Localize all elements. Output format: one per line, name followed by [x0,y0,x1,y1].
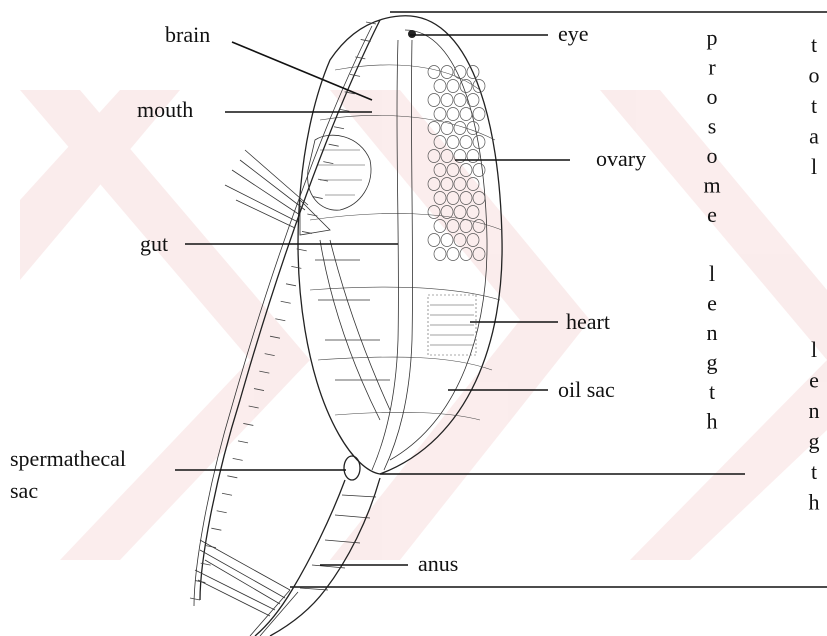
label-gut: gut [140,231,168,256]
total_length-letter: t [811,459,817,484]
ovary-cell [434,248,446,261]
ovary-cell [428,234,440,247]
heart-region [428,295,476,355]
antenna-seta [222,493,232,495]
prosome_length-letter: s [708,114,717,139]
label-mouth: mouth [137,97,193,122]
ovary-cell [473,108,485,121]
prosome_length-letter: t [709,379,715,404]
antenna-seta [275,319,285,321]
ovary-cell [428,66,440,79]
label-anus: anus [418,551,458,576]
prosome_length-letter: r [708,55,716,80]
ovary-cell [467,122,479,135]
segment-line [310,287,500,300]
label-heart: heart [566,309,610,334]
total_length-letter: l [811,154,817,179]
ovary-cell [441,94,453,107]
antennule-tuft [225,150,308,228]
total_length-letter: t [811,32,817,57]
ovary-cell [460,136,472,149]
antenna-seta [307,214,317,216]
total_length-letter: t [811,93,817,118]
ovary-cell [447,108,459,121]
total_length-letter: a [809,124,819,149]
label-brain: brain [165,22,210,47]
antenna-seta [286,284,296,286]
total_length-letter: l [811,337,817,362]
label-sac: sac [10,478,38,503]
total_length-letter: g [809,429,820,454]
prosome_length-letter: n [707,320,718,345]
segment-line [318,357,492,370]
ovary-cell [434,80,446,93]
ovary-cell [428,94,440,107]
prosome_length-letter: g [707,350,718,375]
furcal-setae [195,540,290,616]
antenna-seta [227,476,237,478]
prosome_length-letter: e [707,291,717,316]
antenna-seta [302,231,312,233]
antenna-seta [233,458,243,460]
ovary-cell [441,122,453,135]
antenna-seta [190,598,200,600]
prosome_length-letter: m [703,173,720,198]
ovary-cell [460,108,472,121]
prosome_length-letter: p [707,25,718,50]
ovary-cell [441,234,453,247]
total_length-letter: e [809,368,819,393]
total_length-letter: o [809,63,820,88]
antenna-seta [211,528,221,530]
watermark-stripe [630,360,827,560]
total_length-letter: n [809,398,820,423]
ovary-cell [473,164,485,177]
eye-spot [408,30,416,38]
swimming-legs [315,240,390,420]
prosome_length-letter: o [707,84,718,109]
label-ovary: ovary [596,146,646,171]
antenna-seta [217,511,227,513]
label-spermathecal: spermathecal [10,446,126,471]
ovary-cell [447,80,459,93]
spermathecal-sac [344,456,360,480]
antenna-seta [238,441,248,443]
ovary-cell [454,94,466,107]
ovary-cell [467,94,479,107]
ovary-cell [447,136,459,149]
prosome_length-letter: l [709,261,715,286]
prosome_length-letter: h [707,409,718,434]
watermark-stripe [330,320,590,560]
total_length-letter: h [809,490,820,515]
ovary-cell [447,248,459,261]
antenna-seta [323,162,333,164]
ovary-cell [454,66,466,79]
antenna-seta [291,266,301,268]
antenna-seta [329,144,339,146]
prosome_length-letter: o [707,143,718,168]
prosome_length-letter: e [707,202,717,227]
label-oil-sac: oil sac [558,377,615,402]
antenna-seta [281,301,291,303]
ovary-cell [434,108,446,121]
antenna-seta [334,127,344,129]
label-eye: eye [558,21,589,46]
watermark-stripe [330,90,590,320]
ovary-cell [454,122,466,135]
